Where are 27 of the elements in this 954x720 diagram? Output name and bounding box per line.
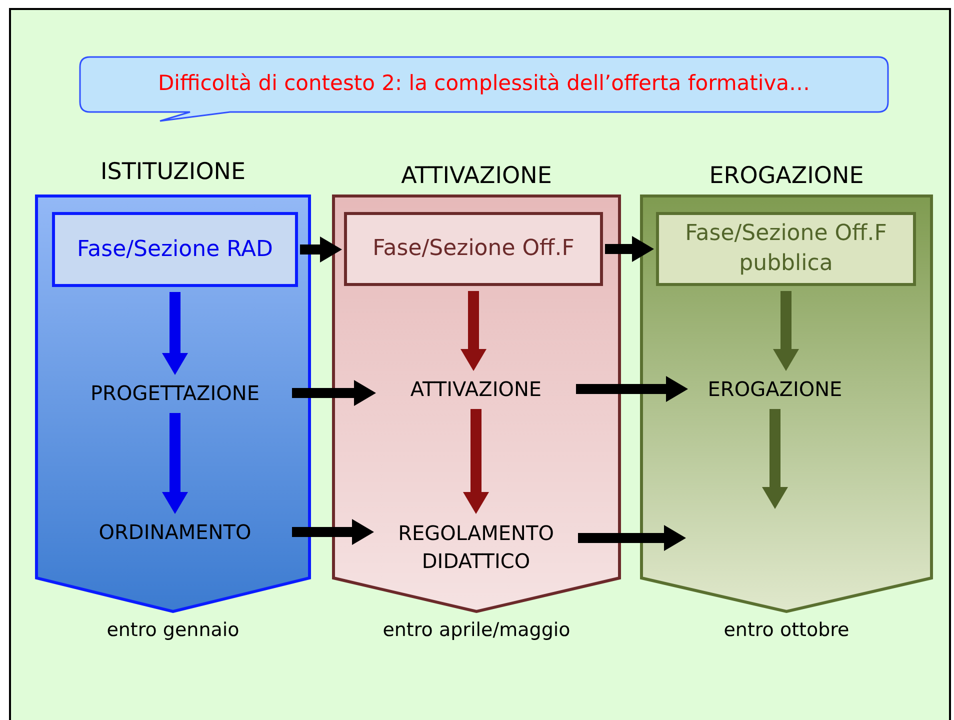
block-arrow (605, 236, 654, 262)
block-arrow (463, 409, 489, 514)
column-heading: ISTITUZIONE (99, 158, 247, 187)
block-arrow (162, 292, 188, 375)
block-arrow (578, 525, 686, 551)
block-arrow (762, 409, 788, 509)
step-label: PROGETTAZIONE (90, 380, 260, 407)
phase-box: Fase/Sezione Off.F pubblica (656, 212, 916, 286)
deadline-label: entro ottobre (722, 619, 850, 641)
block-arrow (300, 236, 342, 262)
block-arrow (460, 291, 486, 371)
block-arrow (292, 519, 374, 545)
step-label: ATTIVAZIONE (410, 376, 542, 403)
step-label: EROGAZIONE (708, 376, 842, 403)
callout-text: Difficoltà di contesto 2: la complessità dell’offerta formativa… (156, 70, 812, 97)
block-arrow (773, 291, 799, 371)
step-label: ORDINAMENTO (98, 519, 252, 546)
block-arrow (576, 376, 688, 402)
deadline-label: entro aprile/maggio (382, 619, 572, 641)
block-arrow (162, 413, 188, 514)
deadline-label: entro gennaio (106, 619, 240, 641)
column-heading: ATTIVAZIONE (400, 162, 553, 191)
column-heading: EROGAZIONE (708, 162, 865, 191)
phase-box: Fase/Sezione RAD (52, 212, 298, 287)
block-arrow (292, 380, 376, 406)
step-label: REGOLAMENTO DIDATTICO (397, 520, 555, 575)
phase-box: Fase/Sezione Off.F (344, 212, 603, 286)
